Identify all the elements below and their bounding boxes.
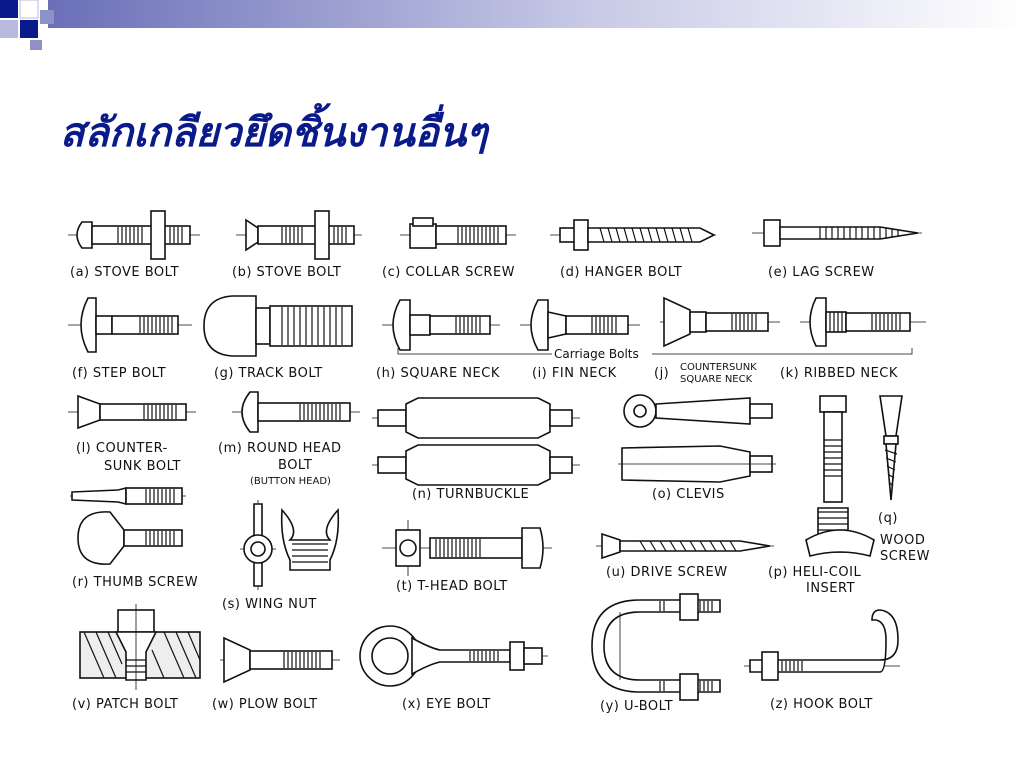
fastener-i-drawing bbox=[520, 299, 640, 351]
fastener-q-label-1: WOOD bbox=[880, 533, 925, 548]
fastener-x-label: (x) EYE BOLT bbox=[402, 697, 491, 712]
fastener-e-label: (e) LAG SCREW bbox=[768, 265, 875, 280]
fastener-s-label: (s) WING NUT bbox=[222, 597, 317, 612]
fastener-n-drawing bbox=[372, 397, 580, 486]
fastener-g-drawing bbox=[203, 295, 353, 357]
fastener-j-key: (j) bbox=[654, 366, 669, 381]
fastener-l-drawing bbox=[68, 394, 196, 430]
fastener-d-drawing bbox=[550, 219, 716, 251]
fastener-j-drawing bbox=[660, 296, 780, 348]
fastener-v-label: (v) PATCH BOLT bbox=[72, 697, 178, 712]
fastener-f-drawing bbox=[68, 297, 192, 353]
fastener-y-drawing bbox=[591, 593, 721, 701]
fastener-w-label: (w) PLOW BOLT bbox=[212, 697, 318, 712]
fastener-r-drawing bbox=[70, 486, 186, 565]
fastener-v-drawing bbox=[79, 604, 201, 690]
fastener-n-label: (n) TURNBUCKLE bbox=[412, 487, 529, 502]
fastener-h-drawing bbox=[382, 299, 500, 351]
fastener-m-label: (m) ROUND HEAD bbox=[218, 441, 342, 456]
fastener-c-label: (c) COLLAR SCREW bbox=[382, 265, 515, 280]
fastener-r-label: (r) THUMB SCREW bbox=[72, 575, 198, 590]
fastener-q-label: (q) bbox=[878, 511, 898, 526]
fastener-a-label: (a) STOVE BOLT bbox=[70, 265, 179, 280]
fastener-u-drawing bbox=[596, 532, 774, 560]
carriage-bolts-bracket: Carriage Bolts bbox=[397, 347, 913, 361]
fastener-q-drawing bbox=[879, 395, 903, 501]
fastener-x-drawing bbox=[359, 625, 548, 687]
fastener-z-drawing bbox=[744, 609, 900, 681]
slide-title: สลักเกลียวยึดชิ้นงานอื่นๆ bbox=[60, 109, 488, 156]
fastener-u-label: (u) DRIVE SCREW bbox=[606, 565, 728, 580]
fastener-k-drawing bbox=[800, 297, 926, 347]
fastener-t-drawing bbox=[382, 520, 552, 576]
fastener-o-drawing bbox=[618, 394, 776, 483]
fastener-p-drawing bbox=[805, 395, 875, 557]
fastener-j-label-2: SQUARE NECK bbox=[680, 374, 753, 385]
fastener-w-drawing bbox=[220, 636, 340, 684]
fastener-e-drawing bbox=[752, 219, 922, 247]
carriage-bolts-label: Carriage Bolts bbox=[554, 347, 639, 361]
fastener-h-label: (h) SQUARE NECK bbox=[376, 366, 500, 381]
fastener-m-drawing bbox=[232, 391, 360, 433]
fastener-l-label-2: SUNK BOLT bbox=[104, 459, 181, 474]
fastener-c-drawing bbox=[400, 217, 516, 249]
fastener-p-label: (p) HELI-COIL bbox=[768, 565, 861, 580]
fastener-q-label-2: SCREW bbox=[880, 549, 930, 564]
fastener-k-label: (k) RIBBED NECK bbox=[780, 366, 898, 381]
fastener-f-label: (f) STEP BOLT bbox=[72, 366, 166, 381]
fastener-b-drawing bbox=[236, 210, 362, 260]
fastener-s-drawing bbox=[240, 500, 340, 590]
fastener-i-label: (i) FIN NECK bbox=[532, 366, 617, 381]
decorative-header-bar bbox=[0, 0, 1024, 50]
fastener-m-label-2: BOLT bbox=[278, 458, 312, 473]
fastener-d-label: (d) HANGER BOLT bbox=[560, 265, 682, 280]
fastener-t-label: (t) T-HEAD BOLT bbox=[396, 579, 508, 594]
fastener-a-drawing bbox=[68, 210, 200, 260]
fastener-m-label-3: (BUTTON HEAD) bbox=[250, 476, 331, 487]
fastener-b-label: (b) STOVE BOLT bbox=[232, 265, 341, 280]
fastener-y-label: (y) U-BOLT bbox=[600, 699, 673, 714]
fastener-z-label: (z) HOOK BOLT bbox=[770, 697, 873, 712]
fastener-o-label: (o) CLEVIS bbox=[652, 487, 725, 502]
fastener-l-label: (l) COUNTER- bbox=[76, 441, 168, 456]
fastener-j-label: COUNTERSUNK bbox=[680, 362, 757, 373]
fastener-p-label-2: INSERT bbox=[806, 581, 855, 596]
fastener-g-label: (g) TRACK BOLT bbox=[214, 366, 323, 381]
